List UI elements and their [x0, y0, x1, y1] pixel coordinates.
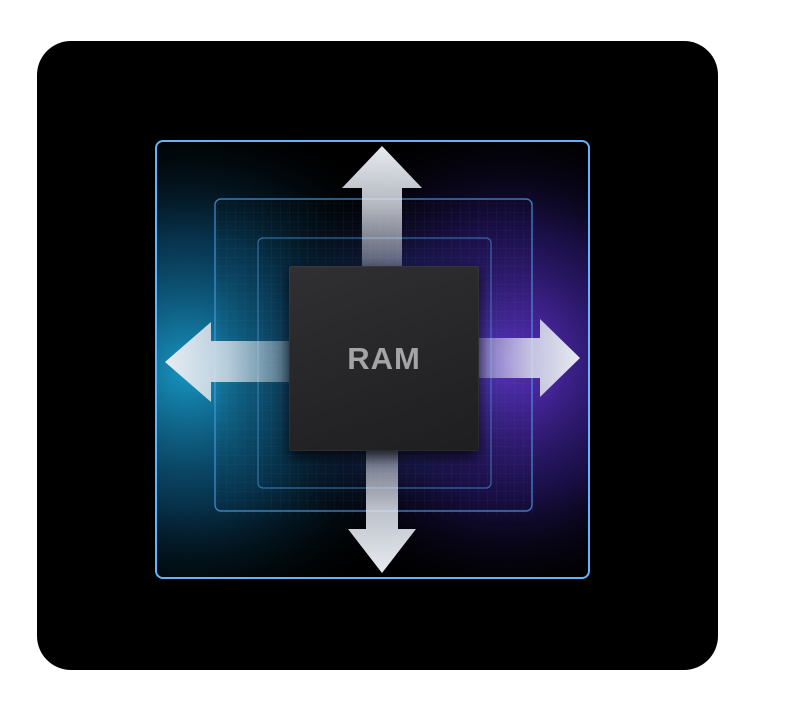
arrow-left-icon [165, 322, 289, 402]
arrow-down-icon [348, 449, 416, 573]
arrow-up-icon [342, 146, 422, 266]
ram-chip: RAM [289, 266, 479, 451]
outer-frame [155, 140, 590, 579]
ram-chip-label: RAM [347, 340, 421, 376]
ram-expansion-card: RAM [37, 41, 718, 670]
arrow-right-icon [477, 319, 580, 397]
